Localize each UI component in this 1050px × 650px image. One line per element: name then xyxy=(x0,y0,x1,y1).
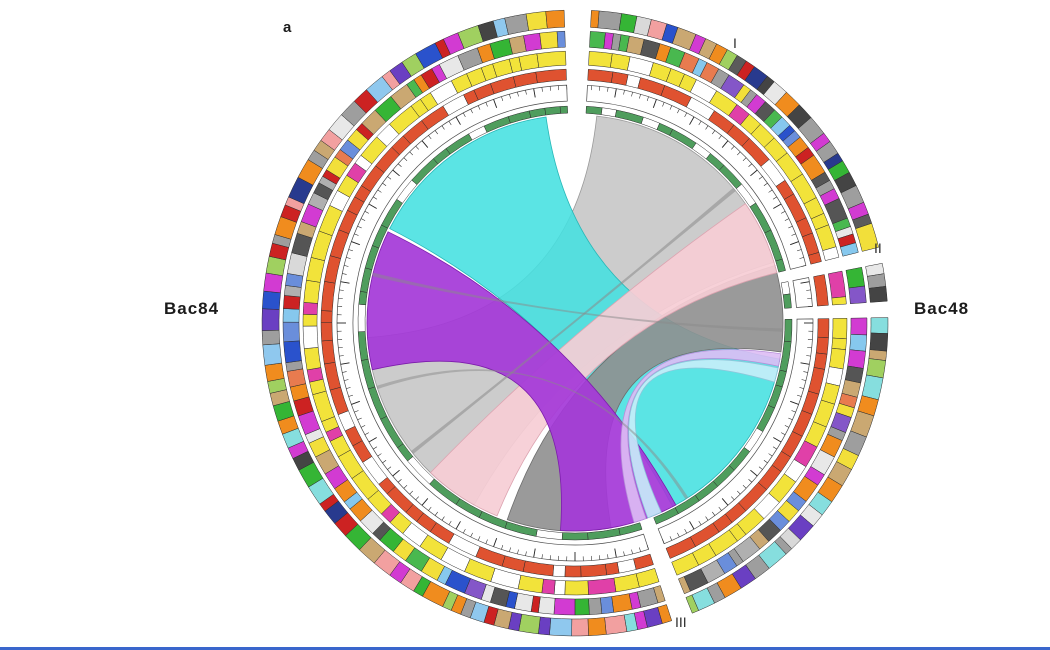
panel-label-a: a xyxy=(283,19,292,36)
genome-label-bac84: Bac84 xyxy=(164,299,220,318)
segment-label-i: I xyxy=(733,35,737,51)
segment-label-iii: III xyxy=(675,614,687,630)
segment-label-ii: II xyxy=(874,240,882,256)
window-bottom-border xyxy=(0,647,1050,650)
genome-label-bac48: Bac48 xyxy=(914,299,970,318)
